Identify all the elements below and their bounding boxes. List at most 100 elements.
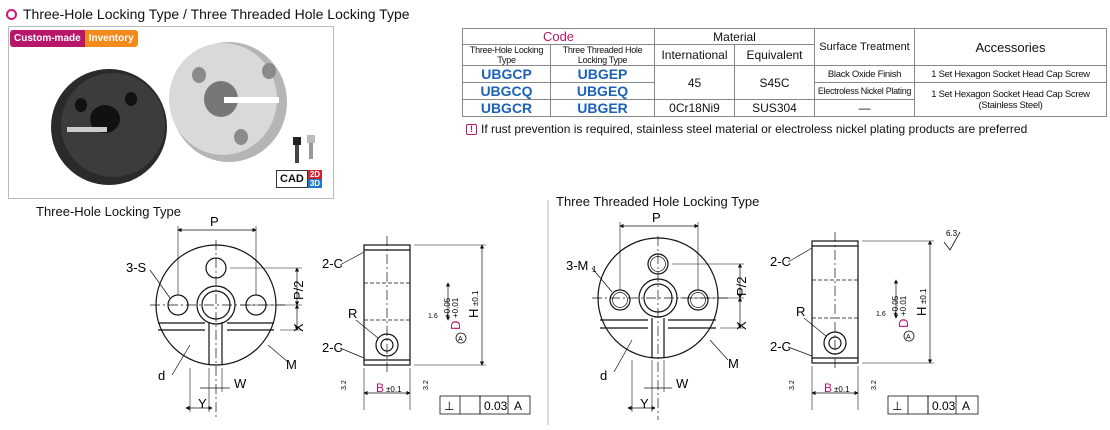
code-cell[interactable]: UBGCQ bbox=[462, 82, 551, 100]
perp-datum-right: A bbox=[962, 399, 970, 413]
dim-x-right: X bbox=[734, 321, 749, 330]
code-cell[interactable]: UBGEP bbox=[550, 65, 655, 83]
perp-symbol-left: ⊥ bbox=[444, 399, 454, 413]
dim-d-tol-bot-right: +0.01 bbox=[899, 295, 908, 316]
dim-p2-left: P/2 bbox=[291, 280, 306, 300]
page-title: Three-Hole Locking Type / Three Threaded… bbox=[23, 6, 410, 22]
dim-r-left: R bbox=[348, 306, 357, 321]
left-side-view bbox=[339, 236, 531, 415]
dim-b-right: B bbox=[824, 381, 832, 395]
cad-label: CAD bbox=[276, 170, 308, 188]
dim-w-left: W bbox=[234, 376, 247, 391]
dim-chamfer-top-right: 2-C bbox=[770, 254, 791, 269]
material-equiv-cell: SUS304 bbox=[734, 99, 815, 117]
right-front-view bbox=[591, 222, 744, 420]
rough-16-right: 1.6 bbox=[876, 311, 886, 318]
table-header-row: Code Material Surface Treatment Accessor… bbox=[462, 28, 1107, 66]
silver-collar-image bbox=[169, 42, 287, 162]
surface-cell: Black Oxide Finish bbox=[814, 65, 915, 83]
rough-32-a-left: 3.2 bbox=[341, 380, 348, 390]
dim-chamfer-top-left: 2-C bbox=[322, 256, 343, 271]
table-row: UBGCP UBGEP 45 S45C Black Oxide Finish 1… bbox=[462, 65, 1107, 100]
hole-label-right: 3-M bbox=[566, 258, 588, 273]
table-subheader-row: Three-Hole Locking Type Three Threaded H… bbox=[462, 44, 1107, 66]
cad-button[interactable]: CAD 2D 3D bbox=[276, 170, 323, 188]
product-photo-panel bbox=[8, 26, 334, 199]
material-intl-cell: 0Cr18Ni9 bbox=[654, 99, 735, 117]
dim-y-right: Y bbox=[640, 396, 649, 411]
header-surface: Surface Treatment bbox=[814, 28, 915, 66]
header-accessories: Accessories bbox=[914, 28, 1107, 66]
hole-label-right-sub: 1 bbox=[592, 265, 597, 274]
material-equiv-cell: S45C bbox=[734, 65, 815, 100]
left-front-view bbox=[149, 226, 302, 420]
dim-b-tol-right: ±0.1 bbox=[834, 385, 850, 394]
perp-value-right: 0.03 bbox=[932, 399, 956, 413]
dim-chamfer-bot-right: 2-C bbox=[770, 339, 791, 354]
perp-datum-left: A bbox=[514, 399, 522, 413]
right-side-view bbox=[787, 231, 979, 415]
surface-cell: Electroless Nickel Plating bbox=[814, 82, 915, 100]
dim-d-tol-bot-left: +0.01 bbox=[451, 297, 460, 318]
accessories-cell: 1 Set Hexagon Socket Head Cap Screw bbox=[914, 65, 1107, 83]
product-photo bbox=[51, 42, 315, 185]
subheader-international: International bbox=[654, 44, 735, 66]
code-cell[interactable]: UBGEQ bbox=[550, 82, 655, 100]
rough-16-left: 1.6 bbox=[428, 313, 438, 320]
dim-p-right: P bbox=[652, 210, 661, 225]
dim-y-left: Y bbox=[198, 396, 207, 411]
dim-r-right: R bbox=[796, 304, 805, 319]
cad-2d-badge: 2D bbox=[307, 170, 323, 179]
subheader-three-hole: Three-Hole Locking Type bbox=[462, 44, 551, 66]
dim-d-left: d bbox=[158, 368, 165, 383]
subheader-threaded: Three Threaded Hole Locking Type bbox=[550, 44, 655, 66]
badge-inventory: Inventory bbox=[84, 30, 138, 47]
dim-x-left: X bbox=[291, 323, 306, 332]
dim-p2-right: P/2 bbox=[734, 276, 749, 296]
dim-b-left: B bbox=[376, 381, 384, 395]
dim-h-left: H bbox=[466, 309, 481, 318]
dim-d-side-left: D bbox=[448, 321, 463, 330]
dim-m-left: M bbox=[286, 357, 297, 372]
dim-b-tol-left: ±0.1 bbox=[386, 385, 402, 394]
note-row: ! If rust prevention is required, stainl… bbox=[466, 122, 1027, 136]
header-code: Code bbox=[462, 28, 655, 45]
note-text: If rust prevention is required, stainles… bbox=[481, 122, 1028, 136]
dim-h-tol-left: ±0.1 bbox=[471, 290, 480, 306]
dim-d-side-right: D bbox=[896, 319, 911, 328]
warning-icon: ! bbox=[466, 123, 477, 135]
dim-w-right: W bbox=[676, 376, 689, 391]
subheader-equivalent: Equivalent bbox=[734, 44, 815, 66]
dim-h-tol-right: ±0.1 bbox=[919, 288, 928, 304]
section-title-three-hole: Three-Hole Locking Type bbox=[36, 204, 182, 219]
rough-32-b-left: 3.2 bbox=[423, 380, 430, 390]
page-title-row: Three-Hole Locking Type / Three Threaded… bbox=[6, 4, 410, 24]
code-cell[interactable]: UBGCP bbox=[462, 65, 551, 83]
black-collar-image bbox=[51, 69, 167, 185]
cad-3d-badge: 3D bbox=[307, 179, 323, 188]
header-material: Material bbox=[654, 28, 815, 45]
hole-label-left: 3-S bbox=[126, 260, 147, 275]
availability-badges: Custom-made Inventory bbox=[10, 30, 138, 47]
code-cell[interactable]: UBGCR bbox=[462, 99, 551, 117]
table-row: UBGCR UBGER 0Cr18Ni9 SUS304 — bbox=[462, 99, 1107, 117]
perp-symbol-right: ⊥ bbox=[892, 399, 902, 413]
dim-h-right: H bbox=[914, 307, 929, 316]
roughness-63: 6.3 bbox=[946, 229, 958, 238]
dim-d-tol-top-right: +0.05 bbox=[891, 295, 900, 316]
screw-image bbox=[293, 135, 315, 163]
cad-format-stack: 2D 3D bbox=[307, 170, 323, 188]
section-title-threaded: Three Threaded Hole Locking Type bbox=[556, 194, 760, 209]
badge-custom-made: Custom-made bbox=[10, 30, 85, 47]
dim-m-right: M bbox=[728, 356, 739, 371]
perp-value-left: 0.03 bbox=[484, 399, 508, 413]
rough-32-b-right: 3.2 bbox=[871, 380, 878, 390]
dim-chamfer-bot-left: 2-C bbox=[322, 340, 343, 355]
datum-a-circle-left: A bbox=[458, 336, 463, 343]
code-cell[interactable]: UBGER bbox=[550, 99, 655, 117]
dim-d-tol-top-left: +0.05 bbox=[443, 297, 452, 318]
datum-a-circle-right: A bbox=[906, 334, 911, 341]
accessories-cell: 1 Set Hexagon Socket Head Cap Screw (Sta… bbox=[914, 82, 1107, 117]
rough-32-a-right: 3.2 bbox=[789, 380, 796, 390]
surface-cell: — bbox=[814, 99, 915, 117]
